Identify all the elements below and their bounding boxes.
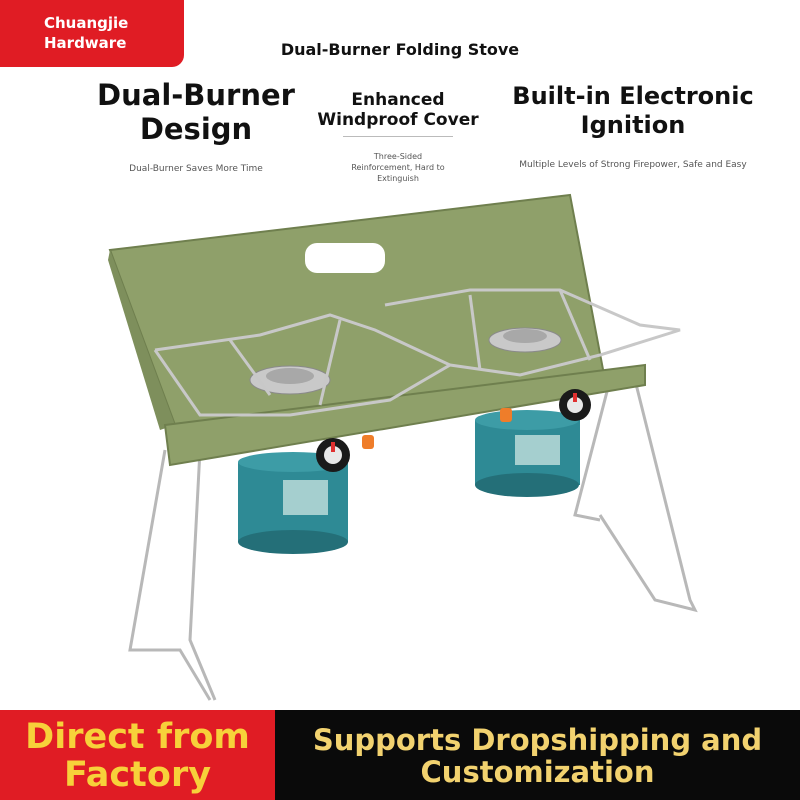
brand-name-line1: Chuangjie xyxy=(44,14,129,32)
pot-support-grates xyxy=(153,288,681,417)
banner-right-line2: Customization xyxy=(420,755,655,789)
igniter-button-right xyxy=(500,408,512,422)
feature-title-line1: Enhanced xyxy=(351,90,445,110)
feature-subtitle-line1: Three-Sided xyxy=(373,152,423,161)
gas-canister-left xyxy=(238,452,348,554)
feature-title-line2: Ignition xyxy=(580,111,686,139)
feature-subtitle: Dual-Burner Saves More Time xyxy=(129,164,263,174)
feature-title-line2: Design xyxy=(139,112,253,146)
divider xyxy=(343,136,453,137)
ignition-knob-right xyxy=(559,389,591,421)
gas-canister-right xyxy=(475,410,580,497)
feature-title-line1: Built-in Electronic xyxy=(512,82,754,110)
feature-dual-burner: Dual-Burner Design Dual-Burner Saves Mor… xyxy=(90,78,302,174)
igniter-button-left xyxy=(362,435,374,449)
banner-left-line1: Direct from xyxy=(25,717,250,757)
handle-slot xyxy=(305,243,385,273)
feature-subtitle: Multiple Levels of Strong Firepower, Saf… xyxy=(519,160,747,170)
banner-direct-from-factory: Direct from Factory xyxy=(0,710,275,800)
banner-right-line1: Supports Dropshipping and xyxy=(312,723,763,757)
windscreen-side-left xyxy=(108,250,175,430)
brand-name-line2: Hardware xyxy=(44,34,127,52)
ignition-knob-left xyxy=(316,438,350,472)
banner-dropshipping: Supports Dropshipping and Customization xyxy=(275,710,800,800)
folding-legs xyxy=(128,379,698,701)
stove-body xyxy=(163,363,646,467)
feature-title: Dual-Burner Design xyxy=(90,78,302,146)
banner-left-line2: Factory xyxy=(63,755,212,795)
feature-title-line2: Windproof Cover xyxy=(317,110,479,130)
feature-title: Enhanced Windproof Cover xyxy=(312,90,484,130)
feature-subtitle-line2: Reinforcement, Hard to xyxy=(351,163,445,172)
burner-left xyxy=(249,365,331,395)
product-title: Dual-Burner Folding Stove xyxy=(280,40,520,59)
feature-subtitle-line3: Extinguish xyxy=(377,174,419,183)
burner-right xyxy=(488,327,562,353)
banner-right-text: Supports Dropshipping and Customization xyxy=(275,710,800,788)
feature-title: Built-in Electronic Ignition xyxy=(508,82,758,140)
feature-windproof-cover: Enhanced Windproof Cover Three-Sided Rei… xyxy=(312,90,484,184)
feature-title-line1: Dual-Burner xyxy=(97,78,295,112)
banner-left-text: Direct from Factory xyxy=(0,710,275,794)
brand-badge: Chuangjie Hardware xyxy=(0,0,184,67)
feature-electronic-ignition: Built-in Electronic Ignition Multiple Le… xyxy=(508,82,758,170)
stove-product-image xyxy=(108,193,698,701)
feature-subtitle: Three-Sided Reinforcement, Hard to Extin… xyxy=(312,151,484,184)
